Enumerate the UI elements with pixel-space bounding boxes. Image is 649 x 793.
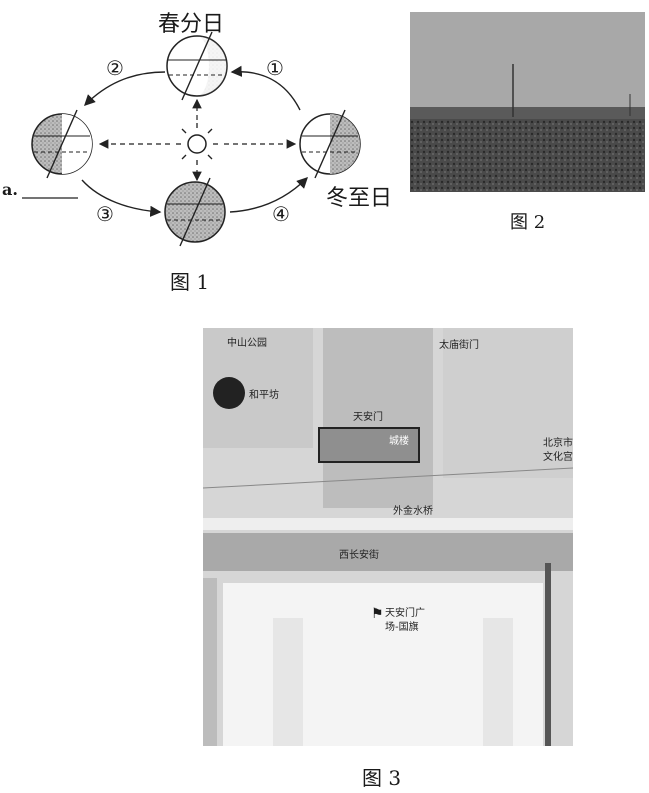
map-label-zhongshan-park: 中山公园 (227, 338, 267, 349)
fig2-caption: 图 2 (510, 212, 546, 233)
map-screenshot: 中山公园 和平坊 太庙街门 天安门 城楼 北京市 文化宫 外金水桥 西长安街 ⚑… (203, 328, 573, 746)
orbit-arc-3 (81, 179, 162, 217)
orbit-arc-2 (84, 71, 166, 106)
map-label-square: 天安门广 (385, 608, 425, 619)
map-label-changan: 西长安街 (339, 550, 379, 561)
spring-equinox-label: 春分日 (158, 12, 225, 37)
orbit-arc-1 (230, 65, 301, 111)
map-label-culture-palace-2: 文化宫 (543, 452, 573, 463)
arrow-label-2: ② (106, 56, 124, 80)
winter-solstice-label: 冬至日 (326, 186, 393, 211)
fig3-caption: 图 3 (362, 766, 402, 790)
map-label-chenglou: 城楼 (389, 436, 409, 447)
orbit-arc-4 (229, 177, 308, 213)
map-label-heping: 和平坊 (249, 390, 279, 401)
flag-icon: ⚑ (371, 606, 384, 622)
earth-right (299, 109, 361, 179)
arrow-label-4: ④ (272, 202, 290, 226)
arrow-label-1: ① (266, 56, 284, 80)
arrow-label-3: ③ (96, 202, 114, 226)
map-label-jinshui: 外金水桥 (393, 506, 433, 517)
map-label-culture-palace: 北京市 (543, 438, 573, 449)
fig1-caption: 图 1 (170, 270, 210, 294)
map-label-square-2: 场-国旗 (385, 622, 419, 633)
earth-left (31, 109, 93, 179)
tiananmen-square-photo (410, 12, 645, 192)
blank-label: a. (2, 180, 18, 199)
earth-top (166, 31, 228, 101)
earth-bottom (164, 177, 226, 247)
map-label-tiananmen: 天安门 (353, 412, 383, 423)
orbit-diagram (22, 31, 361, 247)
map-label-taimiao: 太庙街门 (439, 340, 479, 351)
sun-icon (176, 123, 218, 165)
